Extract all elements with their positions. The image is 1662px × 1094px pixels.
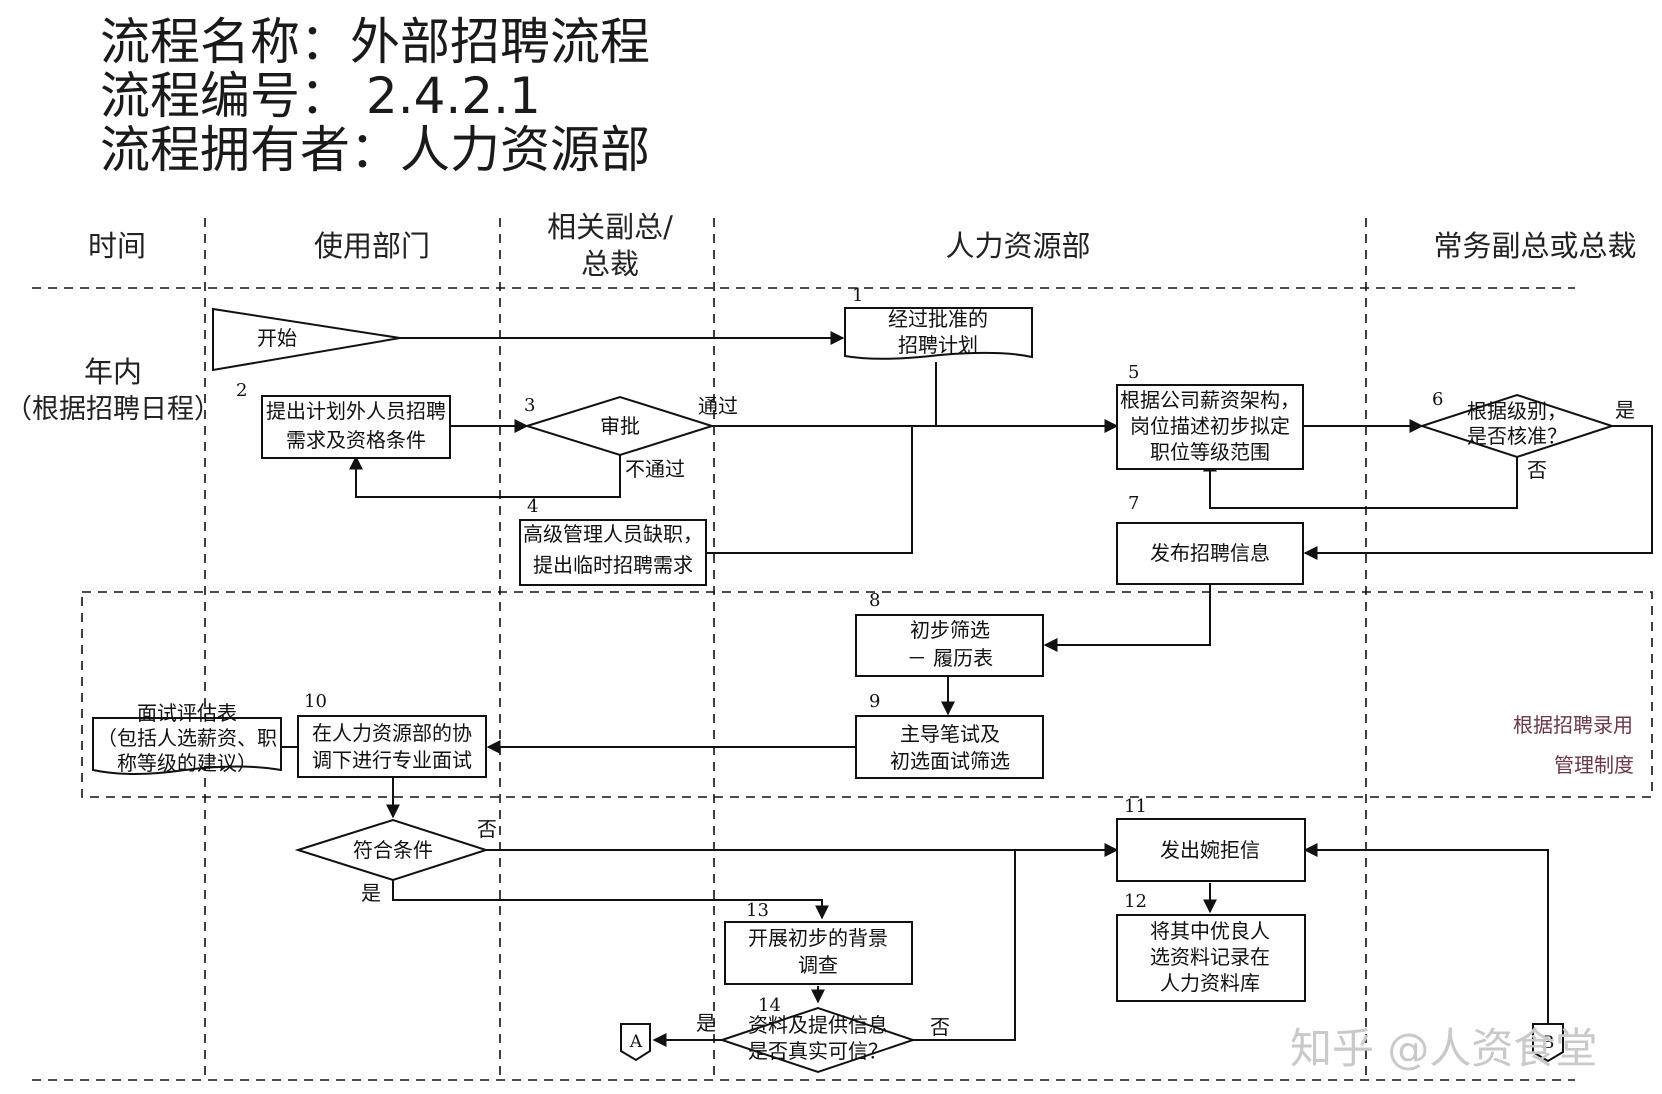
step-3-label: 审批 — [600, 414, 640, 438]
step-5-label-line1: 根据公司薪资架构， — [1120, 388, 1300, 412]
edge-label-no-cond: 否 — [477, 817, 497, 841]
step-11-number: 11 — [1124, 796, 1147, 817]
lane-header-time: 时间 — [88, 229, 146, 263]
step-9-label-line1: 主导笔试及 — [900, 722, 1000, 746]
connector-b-label: B — [1542, 1033, 1555, 1053]
step-3-approval-decision: 审批 3 通过 不通过 — [523, 394, 738, 481]
step-10-label-line2: 调下进行专业面试 — [312, 748, 472, 772]
connector-a-label: A — [629, 1032, 643, 1052]
step-10-label-line1: 在人力资源部的协 — [312, 721, 472, 745]
connector-a: A — [620, 1023, 651, 1062]
lane-header-dept: 使用部门 — [314, 229, 430, 263]
step-11-rejection-letter: 发出婉拒信 11 — [1116, 796, 1306, 882]
step-2-label-line2: 需求及资格条件 — [286, 428, 426, 452]
lane-header-hr: 人力资源部 — [945, 229, 1090, 263]
step-1-label-line1: 经过批准的 — [888, 307, 988, 331]
step-14-number: 14 — [758, 995, 781, 1016]
time-label-schedule: （根据招聘日程） — [5, 394, 221, 425]
step-2-label-line1: 提出计划外人员招聘 — [266, 399, 446, 423]
connector-b: B — [1532, 1023, 1564, 1063]
process-name-title: 流程名称：外部招聘流程 — [100, 13, 650, 71]
start-node: 开始 — [212, 307, 401, 372]
edge-label-yes-6: 是 — [1615, 398, 1635, 422]
step-8-label-line1: 初步筛选 — [910, 618, 990, 642]
step-11-label: 发出婉拒信 — [1160, 838, 1260, 862]
time-label-year: 年内 — [84, 355, 142, 389]
watermark: 知乎 @人资食堂 — [1290, 1024, 1597, 1073]
step-10-professional-interview: 在人力资源部的协 调下进行专业面试 10 — [297, 691, 487, 778]
step-10-number: 10 — [304, 691, 327, 712]
form-label-line3: 称等级的建议） — [117, 751, 257, 775]
step-13-background-check: 开展初步的背景 调查 13 — [724, 900, 913, 985]
step-12-label-line3: 人力资料库 — [1160, 971, 1260, 995]
step-5-grade-range: 根据公司薪资架构， 岗位描述初步拟定 职位等级范围 5 — [1116, 362, 1304, 470]
step-12-label-line1: 将其中优良人 — [1150, 919, 1270, 943]
form-label-line1: 面试评估表 — [137, 701, 237, 725]
step-1-label-line2: 招聘计划 — [898, 333, 978, 357]
step-8-number: 8 — [869, 590, 880, 611]
edge-label-no-6: 否 — [1527, 458, 1547, 482]
step-12-number: 12 — [1124, 891, 1147, 912]
step-14-label-line2: 是否真实可信？ — [748, 1039, 888, 1063]
step-8-label-line2: － 履历表 — [907, 646, 993, 670]
step-7-publish: 发布招聘信息 7 — [1116, 493, 1304, 585]
step-3-number: 3 — [524, 395, 535, 416]
step-13-label-line1: 开展初步的背景 — [748, 926, 888, 950]
step-12-label-line2: 选资料记录在 — [1150, 945, 1270, 969]
step-4-number: 4 — [527, 496, 538, 517]
form-label-line2: （包括人选薪资、职 — [97, 726, 277, 750]
step-4-label-line2: 提出临时招聘需求 — [533, 553, 693, 577]
step-8-resume-screen: 初步筛选 － 履历表 8 — [855, 590, 1044, 677]
step-9-written-test: 主导笔试及 初选面试筛选 9 — [855, 691, 1044, 779]
step-14-label-line1: 资料及提供信息 — [748, 1013, 888, 1037]
edge-label-yes-cond: 是 — [361, 881, 381, 905]
step-9-number: 9 — [869, 691, 880, 712]
step-6-number: 6 — [1432, 389, 1443, 410]
step-12-talent-pool: 将其中优良人 选资料记录在 人力资料库 12 — [1116, 891, 1306, 1002]
step-6-ceo-decision: 根据级别， 是否核准？ 6 是 否 — [1418, 389, 1635, 482]
step-7-label: 发布招聘信息 — [1150, 541, 1270, 565]
step-5-number: 5 — [1128, 362, 1139, 383]
policy-note-line1: 根据招聘录用 — [1513, 713, 1633, 737]
start-label: 开始 — [257, 326, 297, 350]
edge-label-pass: 通过 — [698, 394, 738, 418]
lane-header-vp-line1: 相关副总/ — [547, 210, 673, 244]
screening-stage-frame — [81, 591, 1653, 798]
step-4-temporary-request: 高级管理人员缺职， 提出临时招聘需求 4 — [519, 496, 707, 586]
step-14-credibility-decision: 资料及提供信息 是否真实可信？ 14 是 否 — [696, 995, 950, 1074]
step-5-label-line3: 职位等级范围 — [1150, 440, 1270, 464]
step-7-number: 7 — [1128, 493, 1139, 514]
edge-label-fail: 不通过 — [625, 457, 685, 481]
lane-header-vp-line2: 总裁 — [581, 247, 639, 281]
process-code-title: 流程编号： 2.4.2.1 — [100, 67, 541, 125]
connectors — [281, 331, 1653, 1047]
qualification-decision: 符合条件 否 是 — [294, 817, 497, 905]
interview-evaluation-form: 面试评估表 （包括人选薪资、职 称等级的建议） — [92, 701, 282, 775]
edge-label-no-14: 否 — [930, 1015, 950, 1039]
qualification-label: 符合条件 — [353, 838, 433, 862]
step-1-number: 1 — [852, 285, 863, 306]
step-4-label-line1: 高级管理人员缺职， — [523, 522, 703, 546]
step-5-label-line2: 岗位描述初步拟定 — [1130, 414, 1290, 438]
step-1-approved-plan: 经过批准的 招聘计划 1 — [844, 285, 1033, 360]
lane-separators — [32, 218, 1653, 1081]
policy-note-line2: 管理制度 — [1554, 753, 1634, 777]
step-9-label-line2: 初选面试筛选 — [890, 749, 1010, 773]
step-13-label-line2: 调查 — [798, 953, 838, 977]
process-owner-title: 流程拥有者：人力资源部 — [100, 121, 650, 179]
step-6-label-line1: 根据级别， — [1467, 399, 1567, 423]
step-2-unplanned-request: 提出计划外人员招聘 需求及资格条件 2 — [236, 380, 451, 459]
step-2-number: 2 — [236, 380, 247, 401]
edge-label-yes-14: 是 — [696, 1011, 716, 1035]
step-6-label-line2: 是否核准？ — [1467, 424, 1567, 448]
step-13-number: 13 — [746, 900, 769, 921]
lane-header-ceo: 常务副总或总裁 — [1433, 229, 1636, 263]
